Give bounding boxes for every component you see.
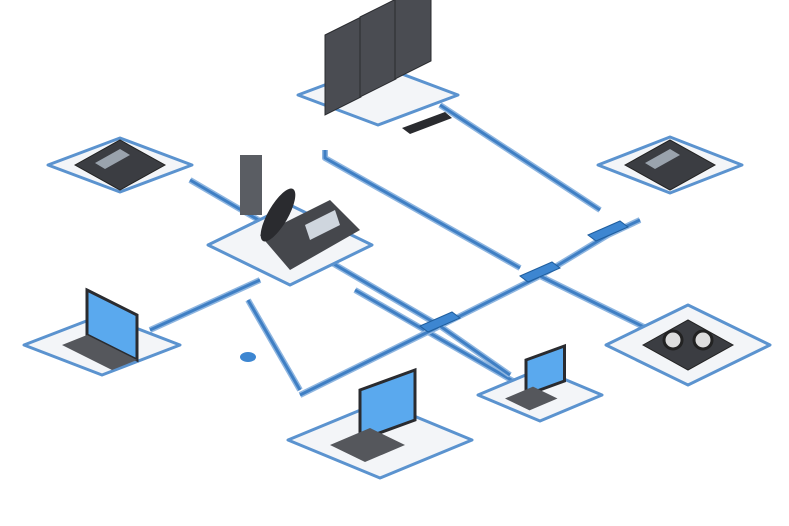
server-icon xyxy=(324,0,452,134)
monitor-icon xyxy=(505,343,566,411)
laptop-icon xyxy=(62,287,139,370)
network-switch-icon xyxy=(519,261,561,283)
network-link xyxy=(323,150,521,270)
network-link xyxy=(149,278,261,332)
card-reader-icon xyxy=(73,139,167,191)
keypad-icon xyxy=(623,139,717,191)
network-switch-icon xyxy=(419,311,461,333)
phone-handset xyxy=(260,188,296,242)
server-keyboard xyxy=(402,112,452,134)
monitor-icon xyxy=(330,367,417,462)
monitor-screen xyxy=(524,343,566,398)
phone-display xyxy=(305,210,340,240)
network-link xyxy=(246,299,302,391)
monitor-screen xyxy=(358,367,417,443)
keyboard xyxy=(505,386,558,411)
network-switch-icon xyxy=(587,220,629,242)
laptop-keyboard xyxy=(62,335,137,370)
phone-icon xyxy=(240,155,360,270)
network-link xyxy=(439,324,511,377)
network-link xyxy=(354,288,521,387)
speaker-icon-body xyxy=(641,319,735,371)
keypad-icon-body xyxy=(623,139,717,191)
phone-base-unit xyxy=(240,155,262,215)
devices xyxy=(62,0,735,462)
network-link xyxy=(439,103,601,212)
card-reader-icon-body xyxy=(73,139,167,191)
speaker-right xyxy=(692,329,714,351)
network-link xyxy=(299,324,441,397)
network-node-dot xyxy=(240,352,256,362)
speaker-icon xyxy=(641,319,735,371)
device-display xyxy=(645,149,680,169)
network-link xyxy=(539,274,651,332)
speaker-left xyxy=(662,329,684,351)
keyboard xyxy=(330,428,405,462)
device-display xyxy=(95,149,130,169)
server-unit xyxy=(394,0,432,80)
